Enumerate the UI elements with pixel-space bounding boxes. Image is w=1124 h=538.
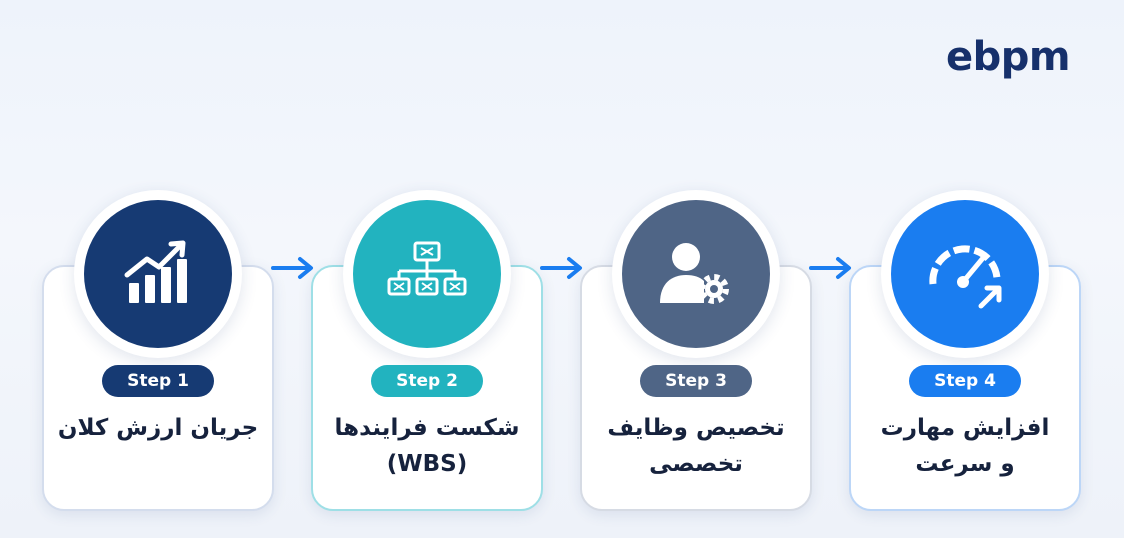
step-1-circle-fill (84, 200, 232, 348)
step-2-circle (343, 190, 511, 358)
hierarchy-icon (387, 241, 467, 296)
step-1-title: جریان ارزش کلان (42, 410, 274, 446)
step-4-badge: Step 4 (909, 365, 1021, 397)
step-3-badge: Step 3 (640, 365, 752, 397)
step-3-title-line-1: تخصیص وظایف (607, 415, 785, 441)
step-4-title-line-2: و سرعت (915, 451, 1015, 477)
speedometer-icon (929, 245, 1002, 309)
step-4-circle-fill (891, 200, 1039, 348)
step-2-badge: Step 2 (371, 365, 483, 397)
step-4-title-line-1: افزایش مهارت (880, 415, 1050, 441)
step-4-title: افزایش مهارت و سرعت (849, 410, 1081, 482)
step-3-circle-fill (622, 200, 770, 348)
step-3-title-line-2: تخصصی (649, 451, 743, 477)
step-3-title: تخصیص وظایف تخصصی (580, 410, 812, 482)
arrow-right-icon (809, 257, 851, 279)
step-2-circle-fill (353, 200, 501, 348)
step-4-circle (881, 190, 1049, 358)
user-gear-icon (660, 243, 729, 304)
arrow-right-icon (271, 257, 313, 279)
ebpm-logo: ebpm (946, 34, 1071, 80)
arrow-right-icon (540, 257, 582, 279)
chart-growth-icon (124, 240, 187, 303)
step-1-circle (74, 190, 242, 358)
step-3-circle (612, 190, 780, 358)
step-1-title-line-1: جریان ارزش کلان (57, 415, 259, 441)
step-2-title-line-2: (WBS) (386, 451, 468, 477)
step-2-title: شکست فرایندها (WBS) (311, 410, 543, 482)
step-1-badge: Step 1 (102, 365, 214, 397)
step-2-title-line-1: شکست فرایندها (334, 415, 520, 441)
